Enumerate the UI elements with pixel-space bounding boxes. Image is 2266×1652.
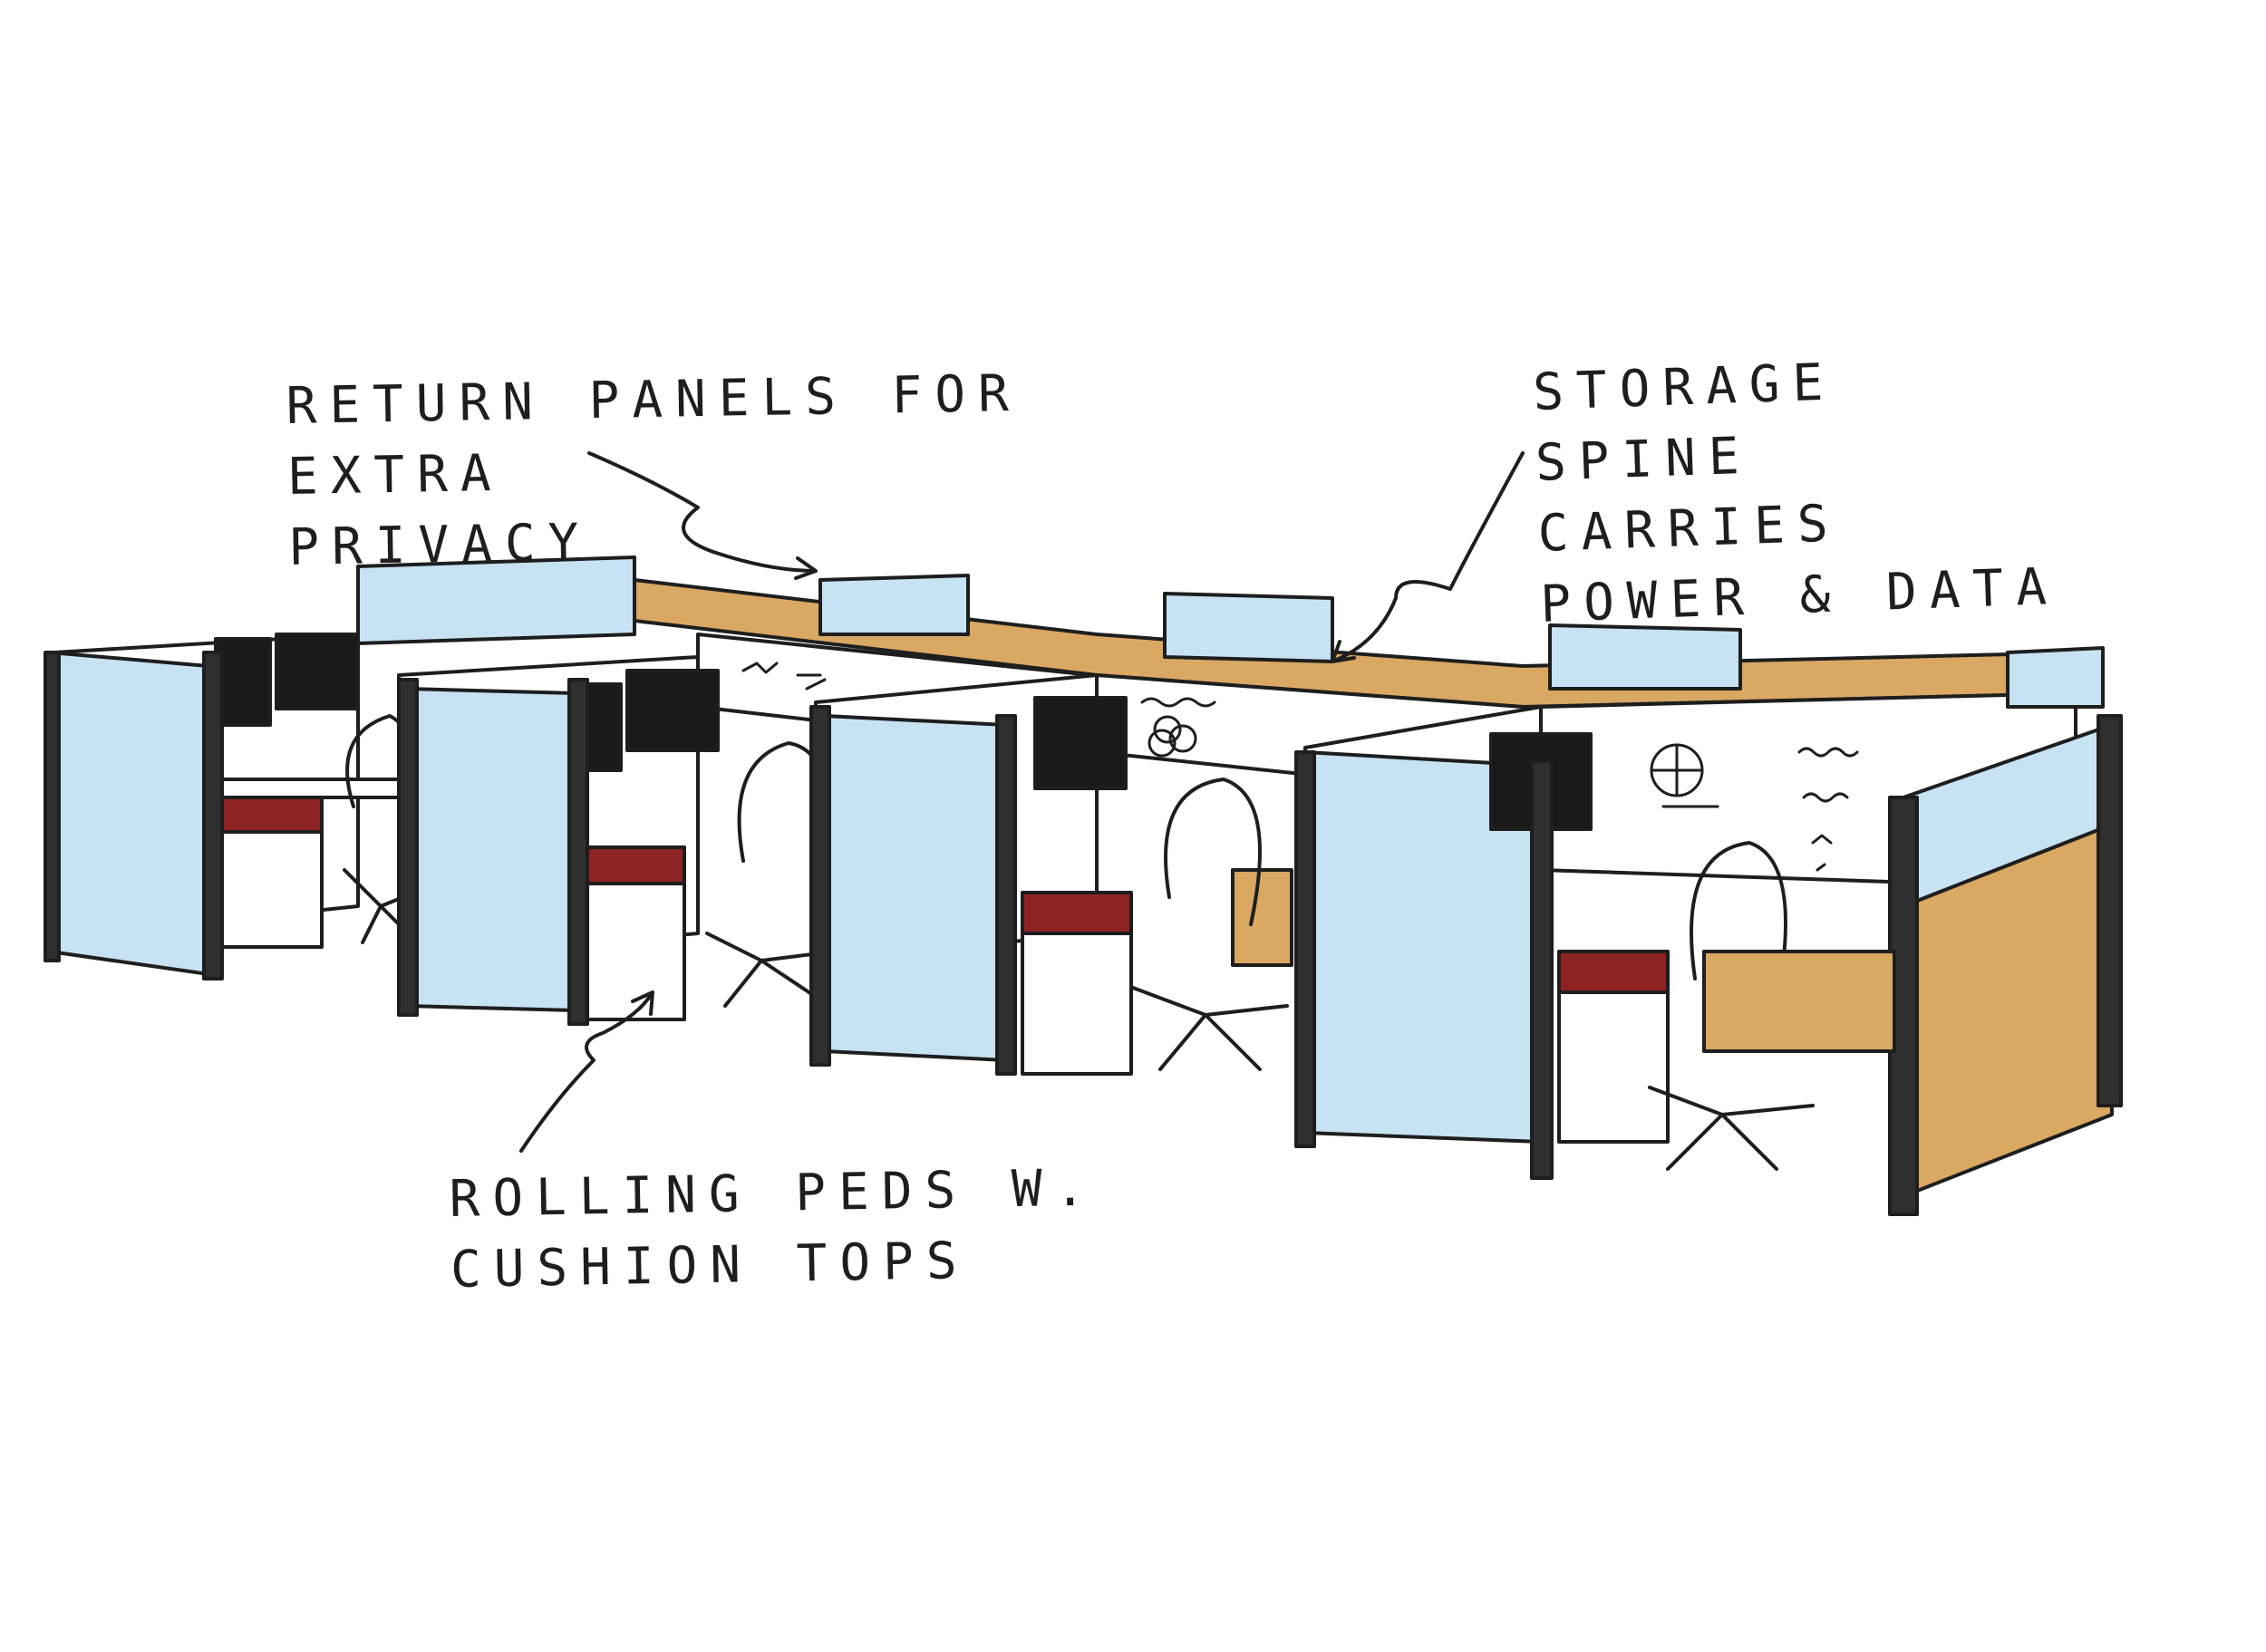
post-1b <box>202 651 224 981</box>
return-panel-3 <box>1163 592 1334 663</box>
chair-4 <box>1648 841 1815 1171</box>
board-scribble-3 <box>1797 747 1859 872</box>
chair-3 <box>1131 778 1289 1071</box>
post-3b <box>995 714 1017 1076</box>
chair-2 <box>705 741 836 1008</box>
cubicle-3-side-panel <box>823 714 1008 1062</box>
monitor-3 <box>1033 696 1128 790</box>
annotation-line: ROLLING PEDS W. <box>449 1158 1099 1229</box>
post-2a <box>397 678 419 1017</box>
desk-1 <box>207 778 401 799</box>
return-panel-1 <box>356 555 636 645</box>
board-doodle-circle-c <box>1148 729 1177 758</box>
annotation-return-panels: RETURN PANELS FOR EXTRA PRIVACY <box>286 359 1024 584</box>
annotation-line: RETURN PANELS FOR <box>286 363 1022 436</box>
monitor-1b <box>275 633 360 710</box>
post-4a <box>1294 750 1316 1148</box>
annotation-line: CUSHION TOPS <box>450 1231 971 1299</box>
wood-desk-return <box>1702 950 1896 1053</box>
board-scribble-2 <box>1140 697 1216 708</box>
cubicle-2-side-panel <box>406 687 577 1012</box>
cushion-4 <box>1557 950 1670 994</box>
annotation-rolling-peds: ROLLING PEDS W. CUSHION TOPS <box>449 1154 1099 1306</box>
board-scribble-1 <box>741 662 827 691</box>
board-doodle-circle-b <box>1168 724 1197 753</box>
cushion-1 <box>216 796 324 834</box>
annotation-storage-spine: STORAGE SPINE CARRIES POWER & DATA <box>1532 340 2060 641</box>
annotation-line: PRIVACY <box>287 513 592 577</box>
wood-side-3 <box>1231 868 1293 967</box>
post-3a <box>809 705 831 1067</box>
cubicle-1-side-panel <box>48 651 210 976</box>
end-panel-post-front <box>1888 796 1919 1216</box>
post-2b <box>567 678 589 1026</box>
rolling-peds-arrow <box>519 990 654 1153</box>
post-1a <box>44 651 61 962</box>
storage-spine-arrow <box>1331 451 1525 663</box>
return-panel-2 <box>818 574 970 636</box>
chair-1 <box>343 714 428 944</box>
post-4b <box>1530 759 1554 1180</box>
cushion-2 <box>583 845 686 885</box>
return-panel-4 <box>1548 623 1742 691</box>
end-panel-post-back <box>2097 714 2123 1107</box>
monitor-2b <box>625 669 720 752</box>
return-panel-5 <box>2006 646 2105 709</box>
return-panels-arrow <box>587 451 818 580</box>
board-doodle-circle-a <box>1153 715 1182 744</box>
annotation-line: EXTRA <box>286 443 505 507</box>
board-doodle-chart-lines <box>1650 743 1719 808</box>
cushion-3 <box>1021 891 1133 935</box>
